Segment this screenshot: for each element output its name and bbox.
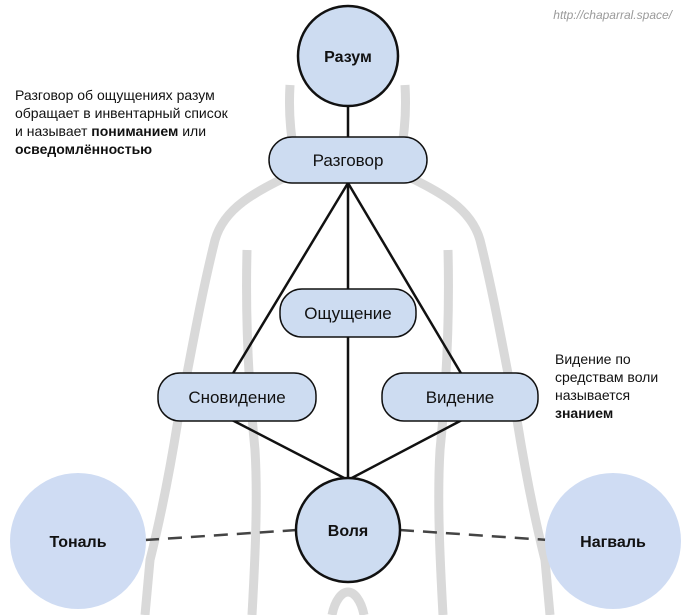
node-tonal: Тональ — [10, 473, 146, 609]
line-snovidenie-volya — [231, 418, 349, 482]
node-tonal-label: Тональ — [49, 534, 106, 551]
node-videnie-label: Видение — [426, 388, 495, 407]
annotation-right: Видение по средствам воли называется зна… — [555, 350, 685, 422]
annotation-left: Разговор об ощущениях разум обращает в и… — [15, 86, 285, 158]
node-volya: Воля — [294, 476, 402, 584]
node-oshchushchenie: Ощущение — [279, 288, 417, 338]
line-volya-nagval — [399, 528, 549, 542]
annotation-right-knowledge: знанием — [555, 405, 614, 421]
annotation-left-awareness: осведомлённостью — [15, 141, 153, 157]
node-volya-label: Воля — [328, 523, 368, 540]
annotation-right-line2: средствам воли — [555, 369, 659, 385]
annotation-right-line3: называется — [555, 387, 631, 403]
annotation-right-line1: Видение по — [555, 351, 631, 367]
node-nagval: Нагваль — [545, 473, 681, 609]
node-oshchushchenie-label: Ощущение — [304, 304, 392, 323]
line-videnie-volya — [347, 418, 463, 482]
annotation-left-understanding: пониманием — [91, 123, 179, 139]
node-snovidenie-label: Сновидение — [188, 388, 285, 407]
node-razum-label: Разум — [324, 49, 372, 66]
annotation-left-line3-post: или — [178, 123, 207, 139]
node-razgovor: Разговор — [268, 136, 428, 184]
annotation-left-line3: и называет пониманием или — [15, 122, 285, 140]
dashed-lines — [144, 528, 549, 542]
node-nagval-label: Нагваль — [580, 534, 646, 551]
line-tonal-volya — [144, 528, 298, 542]
annotation-left-line1: Разговор об ощущениях разум — [15, 87, 215, 103]
node-videnie: Видение — [381, 372, 539, 422]
node-razum: Разум — [296, 4, 400, 108]
annotation-right-line4: знанием — [555, 404, 685, 422]
annotation-left-line3-pre: и называет — [15, 123, 92, 139]
line-razgovor-videnie — [346, 182, 464, 376]
watermark-url: http://chaparral.space/ — [553, 8, 672, 22]
line-razgovor-snovidenie — [230, 182, 350, 376]
node-snovidenie: Сновидение — [157, 372, 317, 422]
annotation-left-line4: осведомлённостью — [15, 140, 285, 158]
node-razgovor-label: Разговор — [313, 151, 384, 170]
annotation-left-line2: обращает в инвентарный список — [15, 105, 228, 121]
